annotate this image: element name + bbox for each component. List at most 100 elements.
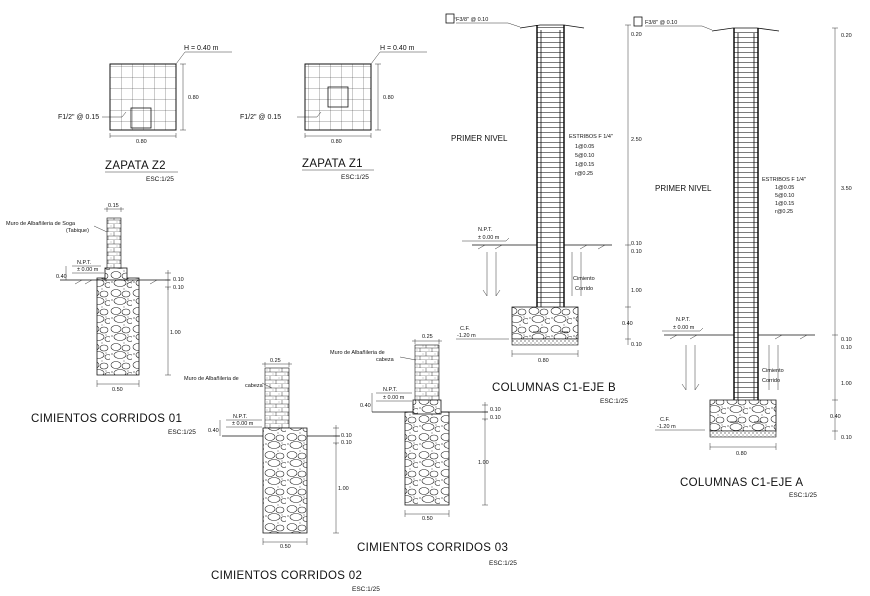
columna-c1-eje-b: F3/8" @ 0.10 N.P.T. ± 0.00 m PRIMER NIVE… xyxy=(445,13,642,405)
cola-top-rebar: F3/8" @ 0.10 xyxy=(645,20,677,26)
cola-column-sides xyxy=(733,28,759,425)
colb-stirrups-1: 1@0.05 xyxy=(575,144,594,150)
cola-cf-label: C.F. xyxy=(660,417,670,423)
colb-stirrups-2: 5@0.10 xyxy=(575,153,594,159)
cc01-dim-depth: 1.00 xyxy=(170,330,181,336)
cc01-scale: ESC:1/25 xyxy=(168,429,196,436)
cimientos-corridos-02: 0.25 Muro de Albañileria de cabeza N.P.T… xyxy=(184,358,380,593)
colb-stirrups-3: 1@0.15 xyxy=(575,162,594,168)
z2-depth-label: H = 0.40 m xyxy=(184,45,219,52)
cc02-dim-h040: 0.40 xyxy=(208,428,219,434)
z1-plan xyxy=(304,63,372,131)
colb-level: PRIMER NIVEL xyxy=(451,134,508,143)
colb-dim-top: 0.20 xyxy=(631,32,642,38)
cc02-title: CIMIENTOS CORRIDOS 02 xyxy=(211,570,362,582)
colb-dim-base: 0.80 xyxy=(538,358,549,364)
cc01-dim-base: 0.50 xyxy=(112,387,123,393)
cc02-dim-base: 0.50 xyxy=(280,544,291,550)
cc01-title: CIMIENTOS CORRIDOS 01 xyxy=(31,413,182,425)
colb-footing-label-2: Corrido xyxy=(575,286,593,292)
cc02-npt-value: ± 0.00 m xyxy=(232,421,254,427)
zapata-z1: H = 0.40 m F1/2" @ 0.15 0.80 0.80 ZAPATA… xyxy=(240,45,427,181)
cc01-dim-h040: 0.40 xyxy=(56,274,67,280)
cc03-dim-d1: 0.10 xyxy=(490,407,501,413)
z2-rebar-label: F1/2" @ 0.15 xyxy=(58,114,99,121)
cc01-dim-top: 0.15 xyxy=(108,203,119,209)
cola-stirrups-4: r@0.25 xyxy=(775,209,793,215)
cola-dim-top: 0.20 xyxy=(841,33,852,39)
cola-lean-concrete xyxy=(709,430,777,438)
cola-footing xyxy=(709,399,777,432)
cc02-scale: ESC:1/25 xyxy=(352,586,380,593)
cola-stirrups-0: ESTRIBOS F 1/4" xyxy=(762,177,806,183)
cola-footing-label-1: Cimiento xyxy=(762,368,784,374)
cc03-wall xyxy=(414,344,440,406)
cola-title: COLUMNAS C1-EJE A xyxy=(680,477,803,489)
z1-width-dim: 0.80 xyxy=(331,139,342,145)
z1-rebar-label: F1/2" @ 0.15 xyxy=(240,114,281,121)
cimientos-corridos-01: 0.15 Muro de Albañileria de Soga (Tabiqu… xyxy=(6,203,196,436)
cc02-dim-depth: 1.00 xyxy=(338,486,349,492)
z2-title: ZAPATA Z2 xyxy=(105,160,166,172)
cc02-wall xyxy=(264,367,290,429)
cola-npt-label: N.P.T. xyxy=(676,317,691,323)
colb-title: COLUMNAS C1-EJE B xyxy=(492,382,616,394)
cola-dim-bottom: 0.10 xyxy=(841,435,852,441)
cola-dim-base: 0.80 xyxy=(736,451,747,457)
cc01-dim-d2: 0.10 xyxy=(173,285,184,291)
cc02-dim-d1: 0.10 xyxy=(341,433,352,439)
cc03-foundation xyxy=(404,411,450,506)
colb-stirrups-4: r@0.25 xyxy=(575,171,593,177)
z2-width-dim: 0.80 xyxy=(136,139,147,145)
colb-footing xyxy=(511,306,579,340)
z1-title: ZAPATA Z1 xyxy=(302,158,363,170)
cola-dim-d1: 0.10 xyxy=(841,337,852,343)
colb-dim-d1: 0.10 xyxy=(631,241,642,247)
cc03-npt-value: ± 0.00 m xyxy=(383,395,405,401)
cc01-npt-label: N.P.T. xyxy=(77,260,92,266)
colb-npt-label: N.P.T. xyxy=(478,227,493,233)
cc03-dim-base: 0.50 xyxy=(422,516,433,522)
z2-scale: ESC:1/25 xyxy=(146,176,174,183)
cc03-npt-label: N.P.T. xyxy=(383,387,398,393)
cc01-wall-label-1: Muro de Albañileria de Soga xyxy=(6,221,76,227)
colb-dim-d2: 0.10 xyxy=(631,249,642,255)
cola-npt-value: ± 0.00 m xyxy=(673,325,695,331)
cola-cf-value: -1.20 m xyxy=(657,424,676,430)
zapata-z2: H = 0.40 m F1/2" @ 0.15 0.80 0.80 ZAPATA… xyxy=(58,45,232,183)
cc03-scale: ESC:1/25 xyxy=(489,560,517,567)
z1-scale: ESC:1/25 xyxy=(341,174,369,181)
colb-dim-height: 2.50 xyxy=(631,137,642,143)
colb-npt-value: ± 0.00 m xyxy=(478,235,500,241)
cimientos-corridos-03: 0.25 Muro de Albañileria de cabeza N.P.T… xyxy=(330,334,517,567)
cola-stirrups-2: 5@0.10 xyxy=(775,193,794,199)
columna-c1-eje-a: F3/8" @ 0.10 N.P.T. ± 0.00 m PRIMER NIVE… xyxy=(633,16,852,499)
z2-plan xyxy=(109,63,177,131)
cc03-wall-label-1: Muro de Albañileria de xyxy=(330,350,385,356)
colb-column-sides xyxy=(536,25,565,335)
cc02-dim-d2: 0.10 xyxy=(341,440,352,446)
z2-height-dim: 0.80 xyxy=(188,95,199,101)
cc01-dim-d1: 0.10 xyxy=(173,277,184,283)
cola-stirrups-3: 1@0.15 xyxy=(775,201,794,207)
colb-cf-value: -1.20 m xyxy=(457,333,476,339)
z1-height-dim: 0.80 xyxy=(383,95,394,101)
colb-dim-bottom: 0.10 xyxy=(631,342,642,348)
colb-lean-concrete xyxy=(511,338,579,346)
cc02-dim-top: 0.25 xyxy=(270,358,281,364)
cola-scale: ESC:1/25 xyxy=(789,492,817,499)
cola-dim-height: 3.50 xyxy=(841,186,852,192)
z2-column-outline xyxy=(130,107,152,129)
cc01-foundation xyxy=(96,277,140,376)
cc01-wall-label-2: (Tabique) xyxy=(66,228,89,234)
cc02-foundation xyxy=(262,427,308,534)
cc03-title: CIMIENTOS CORRIDOS 03 xyxy=(357,542,508,554)
z1-depth-label: H = 0.40 m xyxy=(380,45,415,52)
colb-stirrups xyxy=(537,25,564,307)
cola-stirrups-1: 1@0.05 xyxy=(775,185,794,191)
colb-footing-label-1: Cimiento xyxy=(573,276,595,282)
cola-dim-h040: 0.40 xyxy=(830,414,841,420)
cc02-wall-label-1: Muro de Albañileria de xyxy=(184,376,239,382)
colb-scale: ESC:1/25 xyxy=(600,398,628,405)
